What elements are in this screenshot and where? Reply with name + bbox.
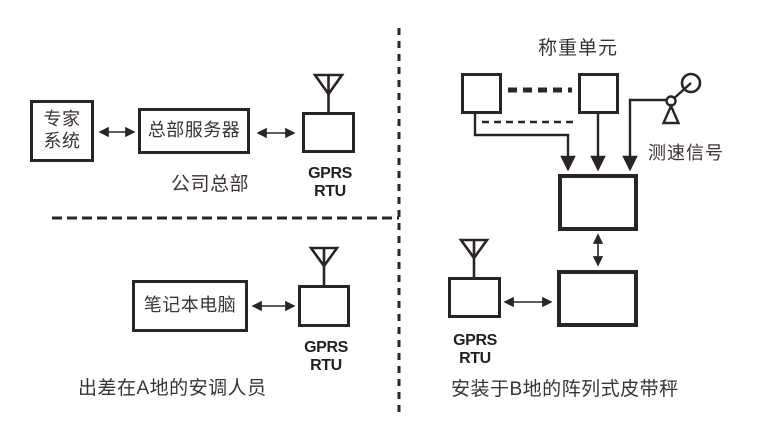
laptop-box: 笔记本电脑: [132, 280, 248, 332]
junction-box: [558, 174, 638, 231]
site-b-caption: 安装于B地的阵列式皮带秤: [451, 379, 679, 400]
field-a-caption: 出差在A地的安调人员: [78, 378, 267, 399]
weighing-sensor-box-1: [461, 73, 502, 114]
wire-sensor1-to-junction: [473, 113, 576, 172]
site-b-gprs-rtu-label: GPRS RTU: [453, 332, 497, 367]
wire-speed-sensor-to-junction: [622, 98, 666, 172]
field-a-gprs-rtu-label: GPRS RTU: [304, 339, 348, 374]
antenna-icon: [308, 246, 340, 285]
antenna-icon: [458, 238, 490, 277]
field-a-gprs-rtu-box: [298, 285, 350, 327]
speed-signal-label: 测速信号: [648, 143, 724, 163]
speed-sensor-icon: [661, 72, 702, 125]
hq-gprs-rtu-box: [302, 112, 355, 153]
weighing-unit-title: 称重单元: [537, 38, 618, 59]
weighing-sensor-box-2: [578, 73, 619, 114]
hq-caption: 公司总部: [170, 174, 249, 195]
antenna-icon: [312, 73, 345, 112]
hq-server-box: 总部服务器: [138, 108, 250, 154]
hq-gprs-rtu-label: GPRS RTU: [308, 165, 352, 200]
site-b-gprs-rtu-box: [448, 277, 501, 318]
controller-box: [557, 270, 638, 327]
expert-system-box: 专家 系统: [30, 100, 94, 162]
